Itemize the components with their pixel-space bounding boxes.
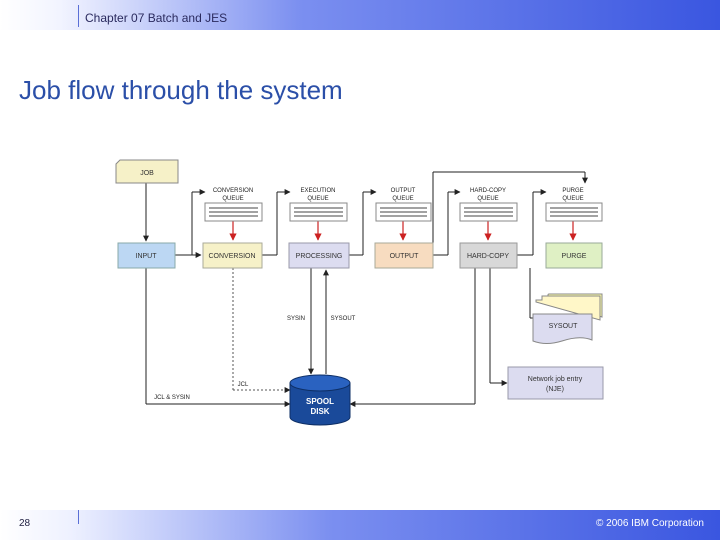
copyright: © 2006 IBM Corporation (596, 518, 704, 529)
job-box: JOB (115, 159, 179, 184)
job-label: JOB (140, 170, 154, 177)
header-bar: Chapter 07 Batch and JES (0, 0, 720, 30)
queue-output: OUTPUT QUEUE (375, 188, 432, 222)
spool-line2: DISK (310, 407, 329, 416)
stage-conversion-label: CONVERSION (208, 253, 255, 260)
stage-hardcopy: HARD-COPY (459, 242, 518, 269)
nje-box: Network job entry (NJE) (507, 366, 604, 400)
nje-line2: (NJE) (546, 386, 564, 393)
queue-output-line1: OUTPUT (391, 188, 416, 194)
queue-output-line2: QUEUE (392, 196, 413, 202)
queue-execution-line1: EXECUTION (300, 188, 335, 194)
queue-conversion-line1: CONVERSION (213, 188, 253, 194)
queue-purge-line2: QUEUE (562, 196, 583, 202)
spool-disk: SPOOL DISK (289, 374, 351, 426)
stage-processing-label: PROCESSING (296, 253, 343, 260)
footer-divider (78, 510, 79, 524)
stage-purge-label: PURGE (562, 253, 587, 260)
sysout-label: SYSOUT (331, 316, 356, 322)
queue-conversion-line2: QUEUE (222, 196, 243, 202)
jcl-sysin-label: JCL & SYSIN (154, 395, 190, 401)
jcl-label: JCL (238, 382, 249, 388)
sysout-document-label: SYSOUT (549, 323, 579, 330)
queue-purge-line1: PURGE (562, 188, 583, 194)
queue-hardcopy-line2: QUEUE (477, 196, 498, 202)
footer-bar: 28 © 2006 IBM Corporation (0, 510, 720, 540)
connector-lines (143, 171, 588, 407)
stage-processing: PROCESSING (288, 242, 350, 269)
stage-input: INPUT (117, 242, 176, 269)
queue-arrows (229, 221, 577, 241)
sysin-label: SYSIN (287, 316, 305, 322)
sysout-document: SYSOUT (532, 293, 603, 344)
stage-output-label: OUTPUT (390, 253, 420, 260)
chapter-title: Chapter 07 Batch and JES (85, 11, 228, 25)
stage-hardcopy-label: HARD-COPY (467, 253, 509, 260)
queue-execution: EXECUTION QUEUE (289, 188, 348, 222)
stage-purge: PURGE (545, 242, 603, 269)
nje-line1: Network job entry (528, 376, 583, 383)
spool-line1: SPOOL (306, 397, 334, 406)
queue-hardcopy-line1: HARD-COPY (470, 188, 506, 194)
header-divider (78, 5, 79, 27)
stage-input-label: INPUT (136, 253, 158, 260)
slide-title: Job flow through the system (19, 75, 343, 105)
stage-output: OUTPUT (374, 242, 434, 269)
queue-execution-line2: QUEUE (307, 196, 328, 202)
queue-hardcopy: HARD-COPY QUEUE (459, 188, 518, 222)
queue-conversion: CONVERSION QUEUE (204, 188, 263, 222)
queue-purge: PURGE QUEUE (545, 188, 603, 222)
stage-conversion: CONVERSION (202, 242, 263, 269)
page-number: 28 (19, 518, 31, 529)
